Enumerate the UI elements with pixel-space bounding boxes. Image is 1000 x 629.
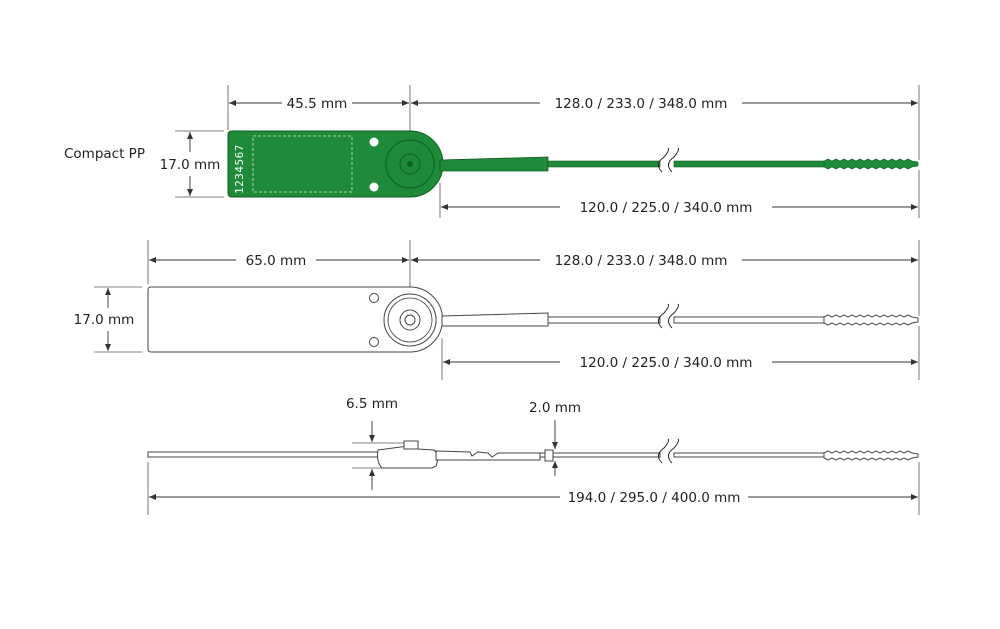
top-strap-length-label: 120.0 / 225.0 / 340.0 mm [580,200,753,216]
top-height-label: 17.0 mm [160,157,221,173]
side-strap-thickness-label: 2.0 mm [529,400,581,416]
mid-strap-length-label: 120.0 / 225.0 / 340.0 mm [580,355,753,371]
side-thickness-label: 6.5 mm [346,396,398,412]
side-view: 6.5 mm 2.0 mm 194.0 / 295.0 / 400.0 mm [147,396,920,515]
strap-thin [547,316,661,324]
side-strap-thin [673,452,825,458]
lock-center [404,314,416,326]
strap-thin [673,316,825,324]
lock-hub [399,153,421,175]
side-body-thin [147,451,381,458]
strap-thin [547,160,661,168]
serial-number-text: 1234567 [233,144,246,194]
strap-taper [439,156,549,172]
side-strap-taper [435,450,541,461]
print-area [252,135,353,193]
top-view: 45.5 mm 128.0 / 233.0 / 348.0 mm 17.0 mm… [64,85,920,218]
side-serrated-tail [823,450,919,461]
rivet-hole [369,337,379,347]
rivet-hole [369,137,379,147]
strap-break-marks [658,438,679,464]
strap-break-marks [658,147,679,173]
lock-center [407,161,413,167]
side-overall-length-label: 194.0 / 295.0 / 400.0 mm [568,490,741,506]
top-body-length-label: 45.5 mm [287,96,348,112]
serrated-tail-green [823,158,919,170]
mid-total-length-label: 128.0 / 233.0 / 348.0 mm [555,253,728,269]
serrated-tail [823,314,919,326]
seal-body-green [227,130,444,198]
lock-ring [383,293,437,347]
mid-height-label: 17.0 mm [74,312,135,328]
strap-break-marks [658,303,679,329]
side-lock-housing [377,442,439,469]
side-strap-thin [552,452,661,458]
side-strap-thin [539,452,546,458]
mid-body-length-label: 65.0 mm [246,253,307,269]
side-strap-collar [544,449,554,462]
rivet-hole [369,293,379,303]
seal-body-outline [147,286,443,353]
side-lock-cap [403,440,419,450]
middle-view: 65.0 mm 128.0 / 233.0 / 348.0 mm 17.0 mm… [74,240,920,380]
top-total-length-label: 128.0 / 233.0 / 348.0 mm [555,96,728,112]
strap-thin [673,160,825,168]
lock-hub [399,309,421,331]
lock-ring [387,297,433,343]
lock-ring [385,139,435,189]
rivet-hole [369,182,379,192]
strap-taper [441,312,549,327]
model-name-label: Compact PP [64,146,145,162]
